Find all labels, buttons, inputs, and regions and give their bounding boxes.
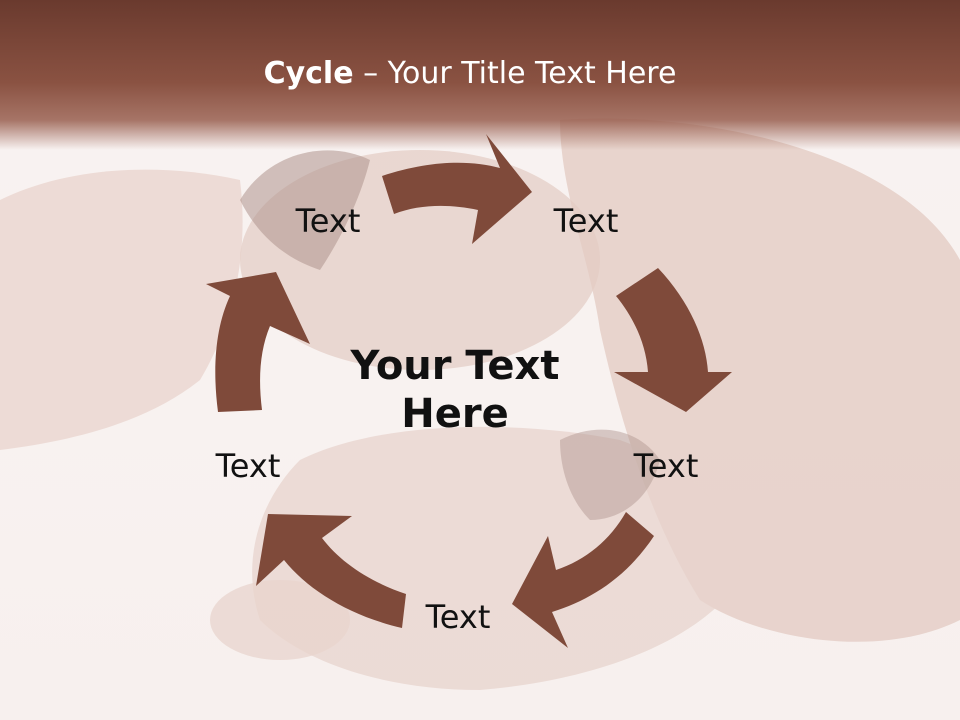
- node-label-2: Text: [553, 202, 619, 240]
- cycle-arrow-5: [206, 272, 310, 412]
- title-rest: – Your Title Text Here: [353, 56, 677, 91]
- cycle-arrow-4: [256, 514, 406, 628]
- slide-title: Cycle – Your Title Text Here: [0, 52, 940, 96]
- node-label-5: Text: [215, 447, 281, 485]
- center-text: Your Text Here: [350, 343, 560, 437]
- title-band: [0, 0, 960, 150]
- node-label-1: Text: [295, 202, 361, 240]
- node-label-3: Text: [633, 447, 699, 485]
- cycle-arrow-3: [512, 512, 654, 648]
- title-bold: Cycle: [263, 56, 354, 91]
- cycle-arrow-2: [614, 268, 732, 412]
- node-label-4: Text: [425, 598, 491, 636]
- cycle-arrow-1: [382, 134, 532, 244]
